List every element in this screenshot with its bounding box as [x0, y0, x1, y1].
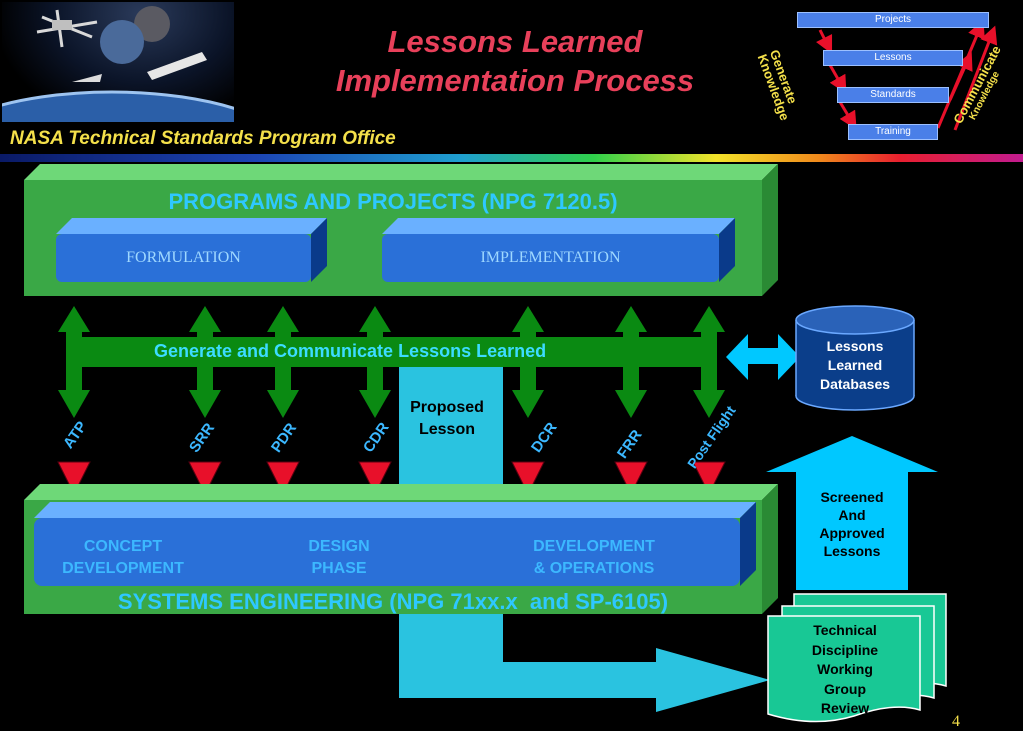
screened-line-1: Screened [820, 489, 884, 505]
implementation-box [382, 234, 719, 282]
legend-standards: Standards [837, 87, 949, 103]
phase-3-line-1: DEVELOPMENT [533, 538, 655, 555]
screened-label: Screened And Approved Lessons [796, 488, 908, 560]
title-line-1: Lessons Learned [387, 24, 643, 59]
database-double-arrow [726, 334, 800, 380]
milestone-arrows [58, 306, 725, 418]
database-line-1: Lessons [826, 338, 884, 354]
programs-panel-side [762, 164, 778, 296]
database-line-3: Databases [819, 376, 891, 392]
phase-2-line-2: PHASE [311, 560, 367, 577]
screened-line-3: Approved [819, 525, 885, 541]
proposed-lesson-label: Proposed Lesson [399, 397, 495, 441]
legend-arrows [815, 19, 998, 131]
database-label: Lessons Learned Databases [796, 337, 914, 394]
review-arrow [399, 614, 770, 712]
systems-title: SYSTEMS ENGINEERING (NPG 71xx.x and SP-6… [117, 589, 669, 614]
proposed-line-2: Lesson [418, 421, 475, 438]
phase-3-line-2: & OPERATIONS [533, 560, 655, 577]
knowledge-legend: Projects Lessons Standards Training Gene… [755, 8, 1023, 143]
page-number: 4 [952, 713, 960, 730]
programs-panel-top [24, 164, 778, 180]
review-line-5: Review [820, 700, 870, 716]
implementation-label: IMPLEMENTATION [480, 249, 621, 266]
phase-2-line-1: DESIGN [308, 538, 370, 555]
legend-training: Training [848, 124, 938, 140]
systems-phases-box [34, 518, 740, 586]
legend-projects: Projects [797, 12, 989, 28]
phase-1-line-2: DEVELOPMENT [62, 560, 184, 577]
page-title: Lessons Learned Implementation Process [250, 22, 780, 100]
office-name: NASA Technical Standards Program Office [10, 128, 396, 149]
generate-bar-label: Generate and Communicate Lessons Learned [154, 341, 547, 361]
review-line-2: Discipline [811, 641, 879, 658]
review-label: Technical Discipline Working Group Revie… [774, 621, 916, 719]
screened-line-2: And [838, 507, 866, 523]
phase-1-line-1: CONCEPT [83, 538, 163, 555]
database-line-2: Learned [827, 357, 883, 373]
programs-title: PROGRAMS AND PROJECTS (NPG 7120.5) [168, 189, 618, 214]
phase-design: DESIGN PHASE [278, 536, 400, 580]
screened-line-4: Lessons [823, 543, 881, 559]
generate-bar [78, 337, 712, 367]
phase-concept-development: CONCEPT DEVELOPMENT [40, 536, 206, 580]
phase-development-operations: DEVELOPMENT & OPERATIONS [508, 536, 680, 580]
legend-lessons: Lessons [823, 50, 963, 66]
title-line-2: Implementation Process [335, 63, 695, 98]
proposed-line-1: Proposed [410, 399, 484, 416]
review-line-1: Technical [813, 622, 877, 638]
screened-arrow [766, 436, 938, 590]
proposed-lesson-channel [399, 366, 503, 488]
review-line-3: Working [817, 661, 873, 677]
milestone-triangles [57, 461, 726, 496]
review-line-4: Group [824, 680, 866, 697]
review-document-stack [767, 593, 947, 723]
formulation-box [56, 234, 311, 282]
nasa-space-logo [2, 2, 234, 122]
database-cylinder [795, 305, 915, 411]
rainbow-divider [0, 154, 1023, 162]
formulation-label: FORMULATION [126, 249, 241, 266]
